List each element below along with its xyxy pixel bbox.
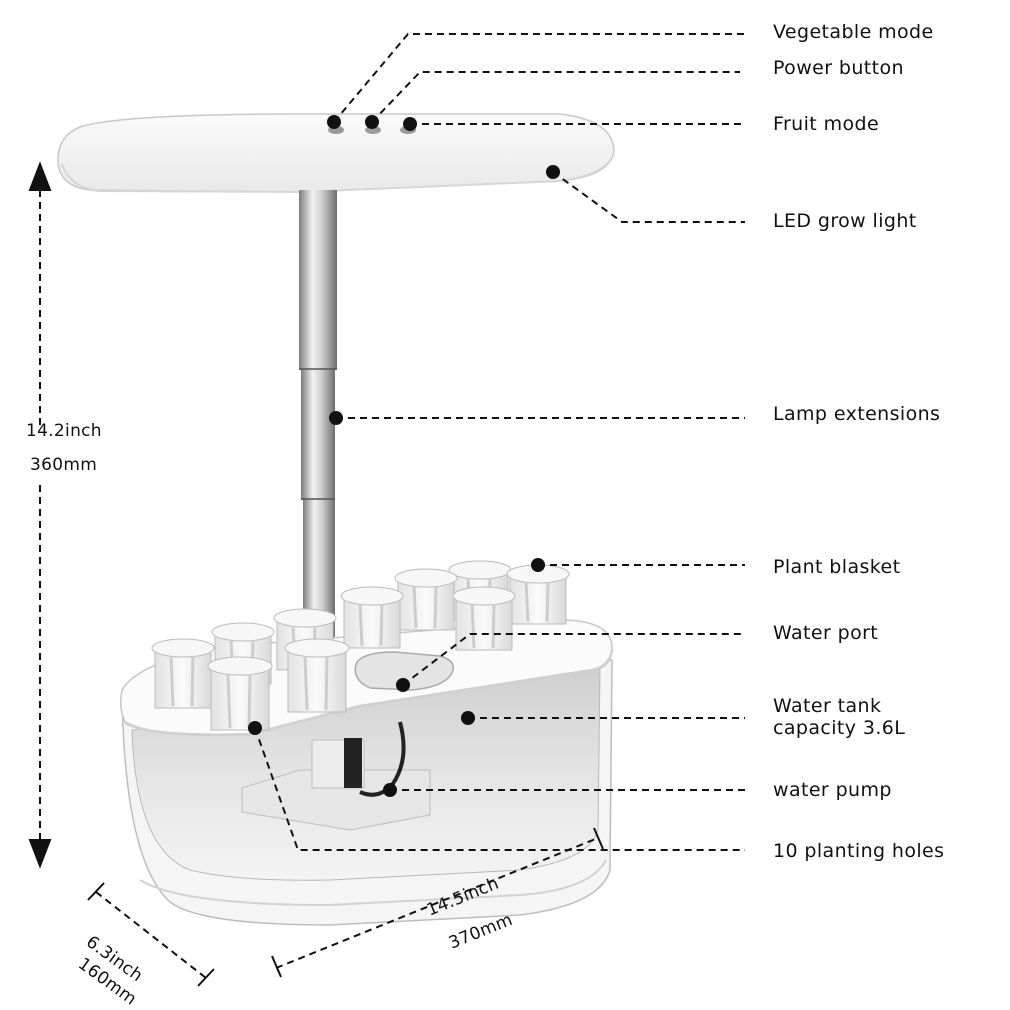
width-tick-bottom	[197, 968, 215, 987]
water-pump-unit	[241, 721, 431, 831]
length-tick-left	[271, 955, 282, 978]
label-fruit-mode: Fruit mode	[773, 113, 880, 135]
water-port-opening	[354, 651, 455, 691]
label-vegetable-mode: Vegetable mode	[773, 21, 934, 43]
label-water-tank: Water tank	[773, 695, 882, 717]
leader-power-button	[371, 71, 740, 123]
label-lamp-extensions: Lamp extensions	[773, 403, 941, 425]
label-water-tank-capacity: capacity 3.6L	[773, 717, 906, 739]
leader-lines	[39, 33, 745, 979]
plant-baskets	[151, 560, 570, 731]
height-inch-label: 14.2inch	[26, 421, 102, 441]
label-water-port: Water port	[773, 622, 879, 644]
label-planting-holes: 10 planting holes	[773, 840, 945, 862]
label-plant-basket: Plant blasket	[773, 556, 901, 578]
height-arrow-bottom	[28, 839, 52, 869]
width-tick-top	[87, 882, 105, 901]
length-dimension-line	[275, 837, 599, 969]
label-water-pump: water pump	[773, 779, 892, 801]
height-mm-label: 360mm	[30, 455, 98, 475]
leader-led-grow-light	[552, 171, 745, 223]
label-led-grow-light: LED grow light	[773, 210, 917, 232]
dimension-markers	[28, 161, 604, 987]
callout-dots	[248, 115, 560, 797]
label-power-button: Power button	[773, 57, 904, 79]
length-tick-right	[593, 827, 604, 850]
height-arrow-top	[28, 161, 52, 191]
leader-vegetable-mode	[333, 33, 745, 123]
leader-water-port	[402, 633, 745, 686]
